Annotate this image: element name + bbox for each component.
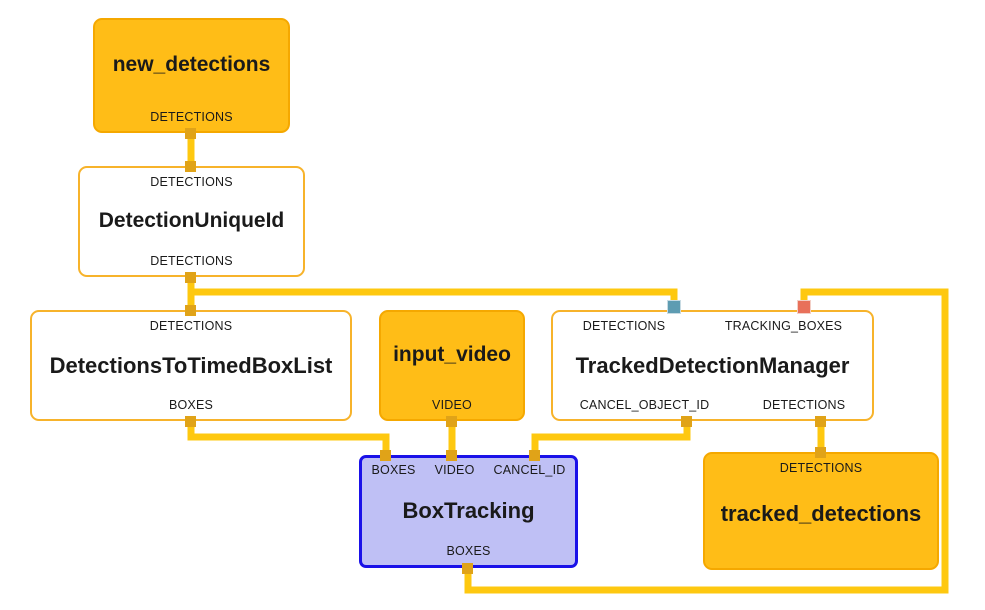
port-label-boxes-out[interactable]: BOXES bbox=[168, 398, 214, 412]
port-label-detections[interactable]: DETECTIONS bbox=[150, 110, 233, 124]
port-label-cancel-object-id-out[interactable]: CANCEL_OBJECT_ID bbox=[579, 398, 710, 412]
node-title: new_detections bbox=[112, 52, 271, 76]
node-input-ports: DETECTIONS bbox=[32, 312, 350, 333]
node-title: BoxTracking bbox=[402, 497, 535, 523]
port-label-detections-in[interactable]: DETECTIONS bbox=[150, 175, 233, 189]
port-label-tracking-boxes-in[interactable]: TRACKING_BOXES bbox=[724, 319, 843, 333]
node-output-ports: CANCEL_OBJECT_ID DETECTIONS bbox=[553, 398, 872, 419]
node-box-tracking[interactable]: BOXES VIDEO CANCEL_ID BoxTracking BOXES bbox=[359, 455, 578, 568]
port-label-video-in[interactable]: VIDEO bbox=[434, 463, 475, 477]
node-tracked-detection-manager[interactable]: DETECTIONS TRACKING_BOXES TrackedDetecti… bbox=[551, 310, 874, 421]
node-detections-to-timed-box-list[interactable]: DETECTIONS DetectionsToTimedBoxList BOXE… bbox=[30, 310, 352, 421]
port-box-tracking-in-video[interactable] bbox=[446, 450, 457, 461]
node-new-detections[interactable]: new_detections DETECTIONS bbox=[93, 18, 290, 133]
node-input-ports: BOXES VIDEO CANCEL_ID bbox=[362, 458, 575, 477]
edge-cancel-object-id-to-box-tracking bbox=[531, 417, 691, 460]
node-output-ports: BOXES bbox=[32, 398, 350, 419]
port-label-boxes-out[interactable]: BOXES bbox=[446, 544, 491, 558]
port-label-video-out[interactable]: VIDEO bbox=[432, 398, 472, 412]
node-output-ports: DETECTIONS bbox=[95, 110, 288, 131]
node-title: DetectionUniqueId bbox=[98, 209, 285, 233]
port-label-boxes-in[interactable]: BOXES bbox=[371, 463, 416, 477]
port-tracked-detection-manager-out-detections[interactable] bbox=[815, 416, 826, 427]
node-detection-unique-id[interactable]: DETECTIONS DetectionUniqueId DETECTIONS bbox=[78, 166, 305, 277]
port-detection-unique-id-in-detections[interactable] bbox=[185, 161, 196, 172]
port-label-cancel-id-in[interactable]: CANCEL_ID bbox=[493, 463, 566, 477]
port-label-detections-in[interactable]: DETECTIONS bbox=[779, 461, 863, 475]
port-input-video-out-video[interactable] bbox=[446, 416, 457, 427]
node-title: DetectionsToTimedBoxList bbox=[49, 352, 333, 378]
node-tracked-detections[interactable]: DETECTIONS tracked_detections bbox=[703, 452, 939, 570]
port-tracked-detection-manager-out-cancel-object-id[interactable] bbox=[681, 416, 692, 427]
port-detections-to-timed-box-list-in-detections[interactable] bbox=[185, 305, 196, 316]
node-input-video[interactable]: input_video VIDEO bbox=[379, 310, 525, 421]
port-label-detections-out[interactable]: DETECTIONS bbox=[150, 254, 233, 268]
port-box-tracking-in-boxes[interactable] bbox=[380, 450, 391, 461]
port-tracked-detection-manager-in-detections[interactable] bbox=[667, 300, 681, 314]
node-output-ports: VIDEO bbox=[381, 398, 523, 419]
port-box-tracking-in-cancel-id[interactable] bbox=[529, 450, 540, 461]
node-title: TrackedDetectionManager bbox=[575, 352, 850, 378]
port-new-detections-out-detections[interactable] bbox=[185, 128, 196, 139]
port-detection-unique-id-out-detections[interactable] bbox=[185, 272, 196, 283]
port-detections-to-timed-box-list-out-boxes[interactable] bbox=[185, 416, 196, 427]
node-output-ports: BOXES bbox=[362, 544, 575, 565]
node-input-ports: DETECTIONS TRACKING_BOXES bbox=[553, 312, 872, 333]
edge-detection-unique-id-to-tracked-detection-manager bbox=[187, 282, 678, 310]
port-label-detections-in[interactable]: DETECTIONS bbox=[149, 319, 233, 333]
port-label-detections-in[interactable]: DETECTIONS bbox=[582, 319, 666, 333]
port-tracked-detection-manager-in-tracking-boxes[interactable] bbox=[797, 300, 811, 314]
node-input-ports: DETECTIONS bbox=[705, 454, 937, 475]
port-label-detections-out[interactable]: DETECTIONS bbox=[762, 398, 846, 412]
port-tracked-detections-in-detections[interactable] bbox=[815, 447, 826, 458]
node-input-ports: DETECTIONS bbox=[80, 168, 303, 189]
node-title: tracked_detections bbox=[720, 500, 922, 526]
node-output-ports: DETECTIONS bbox=[80, 254, 303, 275]
edge-detections-to-timed-box-list-to-box-tracking bbox=[187, 417, 390, 460]
port-box-tracking-out-boxes[interactable] bbox=[462, 563, 473, 574]
edge-box-tracking-to-tracking-boxes bbox=[464, 288, 949, 594]
node-title: input_video bbox=[393, 342, 511, 366]
